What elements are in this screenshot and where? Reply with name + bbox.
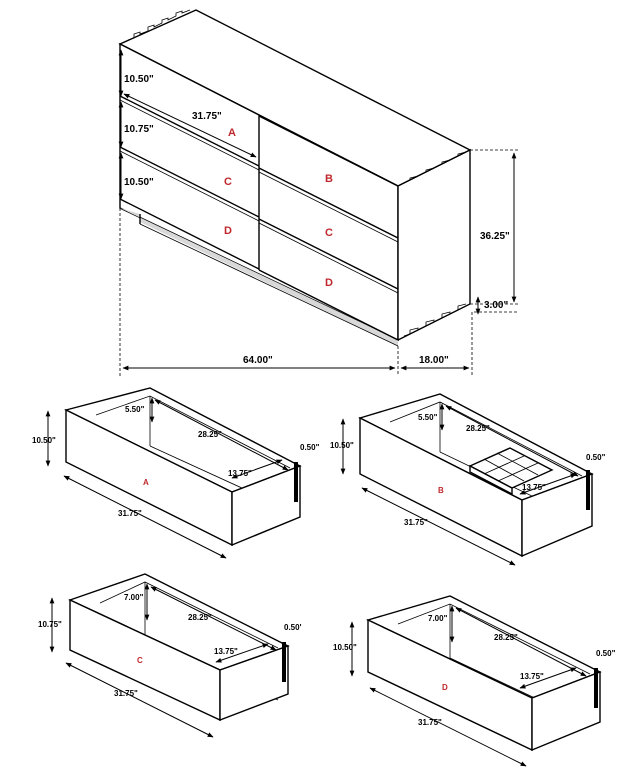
dim-drawer-2-height: 10.75" [124, 124, 154, 135]
drawer-d-inner-width: 13.75" [520, 672, 544, 681]
drawer-b-width: 31.75" [404, 518, 428, 527]
drawer-c-height: 10.75" [38, 620, 62, 629]
dim-overall-width: 64.00" [243, 355, 273, 366]
dim-drawer-1-height: 10.50" [124, 74, 154, 85]
dim-overall-depth: 18.00" [419, 355, 449, 366]
drawer-d-inner-height: 7.00" [428, 614, 448, 623]
dresser: A C D B C D 10.50" 10.75" 10.50" 31.75" … [118, 9, 518, 376]
dresser-letter-d-right: D [325, 277, 333, 289]
dresser-letter-d-left: D [224, 225, 232, 237]
drawer-a-letter: A [143, 478, 149, 487]
drawer-c-inner-width: 13.75" [214, 647, 238, 656]
dim-drawer-width: 31.75" [192, 111, 222, 122]
drawer-b: B 10.50" 5.50" 28.25" 13.75" 0.50" 31.75… [330, 393, 606, 566]
drawer-d-height: 10.50" [333, 643, 357, 652]
drawer-c: C 10.75" 7.00" 28.25" 13.75" 0.50' 31.75… [38, 573, 302, 738]
dresser-letter-a: A [228, 127, 236, 139]
dresser-letter-c-left: C [224, 176, 232, 188]
dresser-base-shade [120, 208, 398, 346]
drawer-d-width: 31.75" [418, 718, 442, 727]
dim-drawer-3-height: 10.50" [124, 177, 154, 188]
drawer-a-height: 10.50" [32, 436, 56, 445]
dresser-letter-b: B [325, 173, 333, 185]
drawer-a-depth: 28.25" [198, 430, 222, 439]
drawer-c-letter: C [137, 656, 143, 665]
drawer-a: A 10.50" 5.50" 28.25" 13.75" 0.50" 31.75… [32, 387, 320, 559]
drawer-a-inner-width: 13.75" [228, 469, 252, 478]
drawer-a-inner-height: 5.50" [125, 405, 145, 414]
drawer-c-width: 31.75" [114, 689, 138, 698]
drawer-b-inner-width: 13.75" [522, 483, 546, 492]
drawer-b-letter: B [438, 486, 444, 495]
drawer-a-width: 31.75" [118, 509, 142, 518]
drawer-b-side: 0.50" [586, 453, 606, 462]
drawer-c-inner-height: 7.00" [124, 593, 144, 602]
drawer-d-side: 0.50" [596, 649, 616, 658]
drawer-b-height: 10.50" [330, 441, 354, 450]
dim-base-height: 3.00" [484, 300, 508, 311]
drawer-d-depth: 28.25" [494, 633, 518, 642]
drawer-d-letter: D [442, 683, 448, 692]
drawer-c-side: 0.50' [284, 623, 302, 632]
dresser-joint-side-bottom [403, 303, 467, 337]
dim-overall-height: 36.25" [480, 231, 510, 242]
dresser-letter-c-right: C [325, 227, 333, 239]
drawer-d: D 10.50" 7.00" 28.25" 13.75" 0.50" 31.75… [333, 595, 616, 767]
drawer-a-side: 0.50" [300, 443, 320, 452]
dresser-joint-back [127, 9, 191, 41]
drawer-b-depth: 28.25" [466, 424, 490, 433]
drawer-c-depth: 28.25" [188, 613, 212, 622]
drawer-b-inner-height: 5.50" [418, 413, 438, 422]
